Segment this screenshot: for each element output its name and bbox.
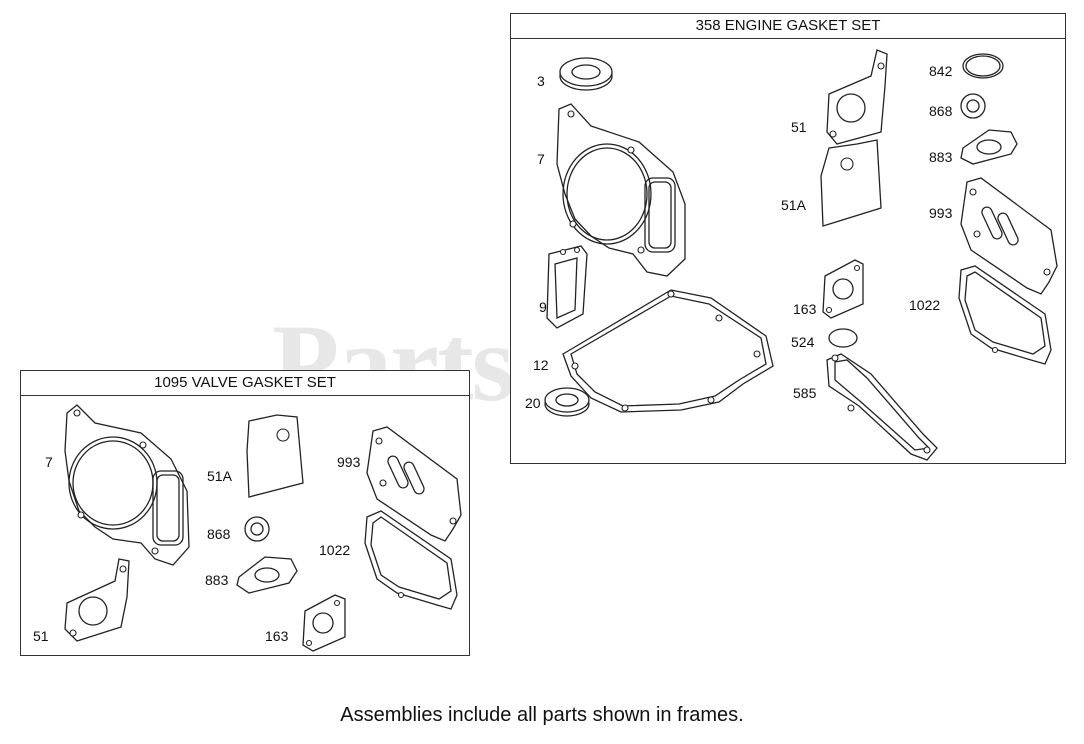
label-51a: 51A (207, 468, 233, 484)
label-524: 524 (791, 334, 815, 350)
part-9-breather-gasket[interactable] (546, 245, 588, 329)
part-3-seal[interactable] (559, 57, 613, 91)
part-868-seal[interactable] (960, 93, 986, 119)
assemblies-caption: Assemblies include all parts shown in fr… (340, 704, 744, 726)
engine-gasket-set-drawing: 3 7 9 (525, 49, 1058, 461)
label-51a: 51A (781, 197, 807, 213)
label-7: 7 (45, 454, 53, 470)
label-993: 993 (929, 205, 953, 221)
label-1022: 1022 (909, 297, 940, 313)
part-51a-plate[interactable] (820, 139, 882, 227)
label-51: 51 (33, 628, 49, 644)
part-1022-rocker-cover-gasket[interactable] (364, 510, 458, 610)
label-163: 163 (265, 628, 289, 644)
label-868: 868 (207, 526, 231, 542)
label-993: 993 (337, 454, 361, 470)
part-993-valve-cover-gasket[interactable] (366, 426, 462, 542)
label-1022: 1022 (319, 542, 350, 558)
part-585-long-gasket[interactable] (826, 353, 938, 461)
label-3: 3 (537, 73, 545, 89)
label-20: 20 (525, 395, 541, 411)
label-12: 12 (533, 357, 549, 373)
engine-gasket-set-title: 358 ENGINE GASKET SET (511, 14, 1065, 39)
label-9: 9 (539, 299, 547, 315)
part-868-seal[interactable] (244, 516, 270, 542)
part-1022-rocker-cover-gasket[interactable] (958, 265, 1052, 365)
label-883: 883 (205, 572, 229, 588)
part-51-intake-gasket[interactable] (64, 558, 130, 642)
part-51-intake-gasket[interactable] (826, 49, 888, 145)
label-163: 163 (793, 301, 817, 317)
label-868: 868 (929, 103, 953, 119)
valve-gasket-set-drawing: 7 51 51A 868 883 (33, 404, 462, 652)
part-883-gasket[interactable] (236, 556, 298, 594)
engine-gasket-set-frame: 358 ENGINE GASKET SET 3 7 (510, 13, 1066, 464)
part-163-carb-gasket[interactable] (302, 594, 346, 652)
label-7: 7 (537, 151, 545, 167)
part-12-crankcase-gasket[interactable] (562, 289, 774, 413)
part-993-valve-cover-gasket[interactable] (960, 177, 1058, 295)
valve-gasket-set-title: 1095 VALVE GASKET SET (21, 371, 469, 396)
label-842: 842 (929, 63, 953, 79)
part-842-retaining-ring[interactable] (962, 53, 1004, 79)
label-51: 51 (791, 119, 807, 135)
part-51a-plate[interactable] (246, 414, 304, 498)
valve-gasket-set-frame: 1095 VALVE GASKET SET 7 51 51A (20, 370, 470, 656)
label-883: 883 (929, 149, 953, 165)
part-524-o-ring[interactable] (828, 328, 858, 348)
part-163-carb-gasket[interactable] (822, 259, 864, 319)
part-20-oil-seal[interactable] (544, 387, 590, 417)
part-7-head-gasket[interactable] (64, 404, 190, 566)
label-585: 585 (793, 385, 817, 401)
part-883-gasket[interactable] (960, 129, 1018, 165)
part-7-head-gasket[interactable] (556, 103, 686, 277)
